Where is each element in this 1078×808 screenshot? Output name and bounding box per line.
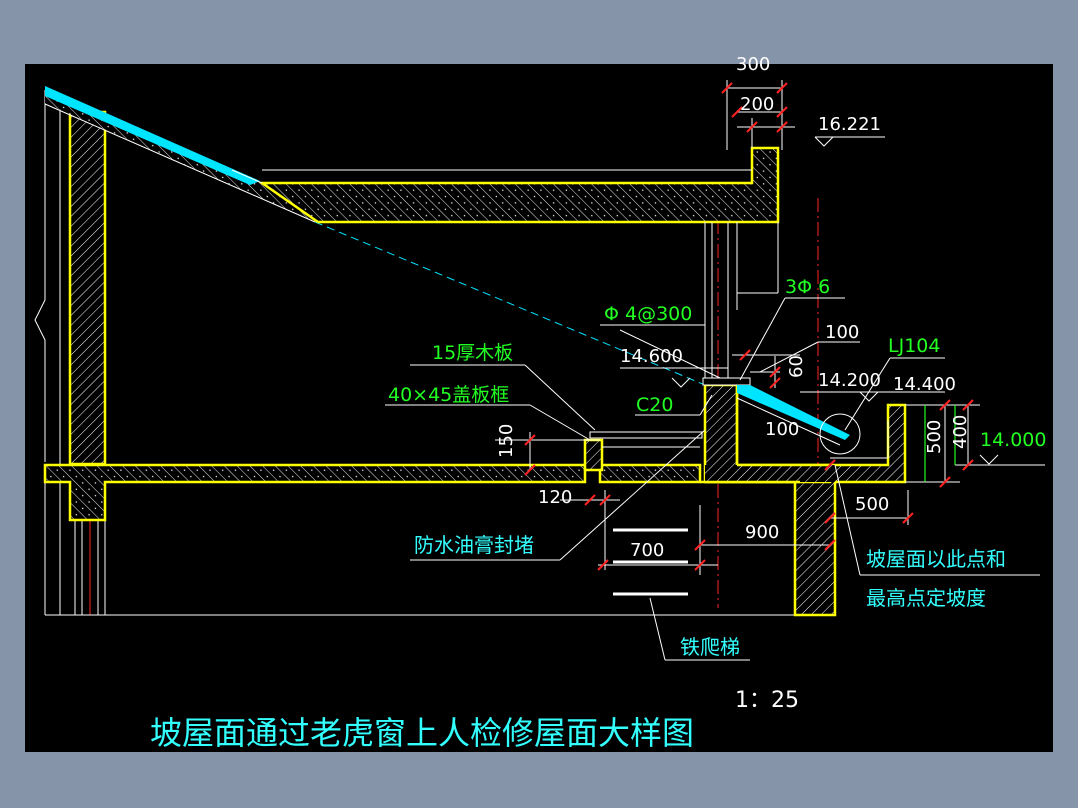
elevation-14-200: 14.200	[818, 370, 881, 391]
height-dims	[924, 405, 956, 482]
elevation-markers	[620, 136, 999, 465]
elevation-14-600: 14.600	[620, 346, 683, 367]
dim-150: 150	[496, 424, 517, 458]
dim-300: 300	[736, 54, 770, 75]
drawing-canvas	[25, 64, 1053, 752]
scale-label: 1：25	[735, 688, 799, 713]
sloped-roof	[44, 86, 706, 386]
dimension-lines	[495, 80, 1045, 575]
dim-500-h: 500	[855, 494, 889, 515]
dim-120: 120	[538, 487, 572, 508]
dim-500-v: 500	[924, 420, 945, 454]
leader-lines	[385, 297, 1040, 661]
drawing-title: 坡屋面通过老虎窗上人检修屋面大样图	[150, 714, 694, 752]
iron-ladder	[613, 528, 688, 596]
label-rebar-stirrup: Φ 4@300	[604, 303, 692, 325]
label-slope-note-1: 坡屋面以此点和	[866, 547, 1006, 571]
label-wood-board: 15厚木板	[432, 342, 513, 364]
hatch-curb	[583, 431, 703, 472]
elevation-14-000: 14.000	[980, 429, 1046, 451]
dim-700: 700	[630, 540, 664, 561]
label-cover-frame: 40×45盖板框	[388, 384, 509, 406]
dimension-ticks	[524, 82, 974, 571]
label-gutter: LJ104	[888, 335, 940, 357]
dim-200: 200	[740, 94, 774, 115]
dim-60: 60	[786, 355, 807, 378]
label-rebar-main: 3Φ 6	[785, 276, 830, 298]
label-slope-note-2: 最高点定坡度	[866, 586, 986, 610]
dim-900: 900	[745, 522, 779, 543]
dim-100-mid: 100	[765, 419, 799, 440]
elevation-14-400: 14.400	[893, 374, 956, 395]
label-ladder: 铁爬梯	[680, 635, 740, 659]
label-concrete-c20: C20	[636, 394, 673, 416]
dim-400-v: 400	[950, 415, 971, 449]
elevation-16-221: 16.221	[818, 114, 881, 135]
label-sealant: 防水油膏封堵	[414, 533, 534, 557]
dim-100-top: 100	[825, 322, 859, 343]
parapet-section	[700, 377, 907, 617]
dormer-roof-slab	[231, 146, 780, 380]
